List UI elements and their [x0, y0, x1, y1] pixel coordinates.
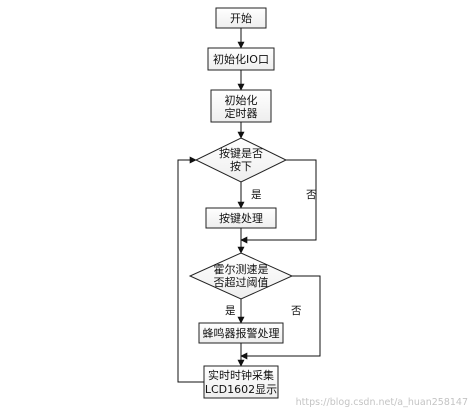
decision-key-label-line1: 按键是否: [219, 146, 263, 160]
init-timer-label-line1: 初始化: [225, 93, 258, 107]
edge-loop-back: [177, 156, 204, 383]
decision-hall-label-line1: 霍尔测速是: [214, 263, 269, 276]
decision-key-label-line2: 按下: [230, 159, 252, 173]
hall-yes-label: 是: [225, 305, 236, 317]
start-label: 开始: [230, 11, 252, 25]
hall-no-label: 否: [291, 305, 302, 317]
init-io-label: 初始化IO口: [213, 52, 269, 66]
decision-hall-label-line2: 否超过阈值: [214, 275, 269, 289]
key-yes-label: 是: [251, 189, 262, 201]
watermark-text: https://blog.csdn.net/a_huan258147: [296, 397, 468, 408]
key-process-label: 按键处理: [219, 211, 263, 225]
init-timer-label-line2: 定时器: [225, 106, 258, 120]
buzzer-alarm-label: 蜂鸣器报警处理: [203, 326, 280, 340]
display-label-line1: 实时时钟采集: [208, 368, 274, 382]
edge-decision-key-no: [240, 159, 317, 244]
display-label-line2: LCD1602显示: [205, 383, 277, 396]
key-no-label: 否: [306, 189, 317, 201]
edge-decision-hall-no: [240, 275, 321, 360]
